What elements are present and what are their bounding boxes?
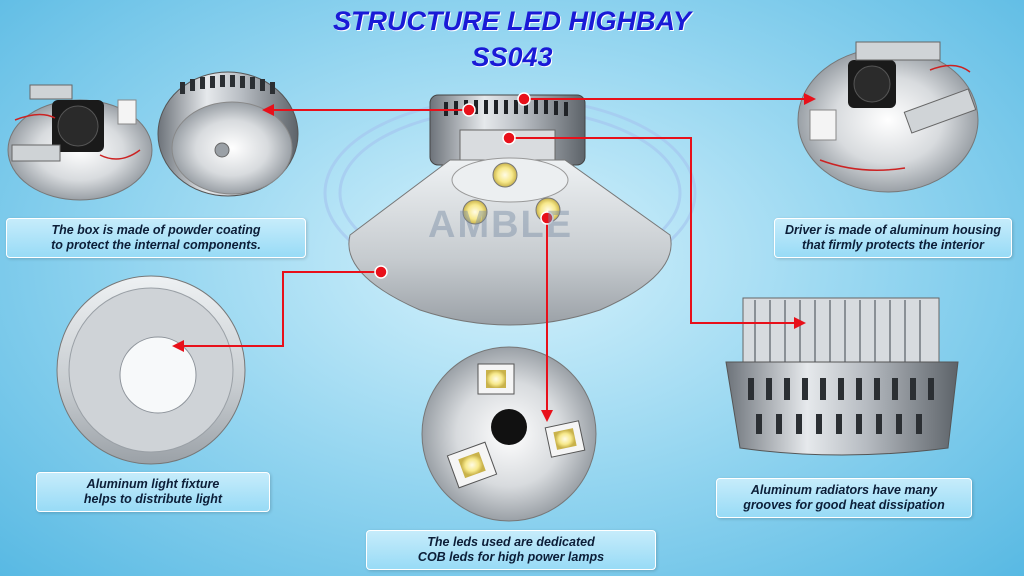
callout-arrowheads [172,93,816,422]
page-title: STRUCTURE LED HIGHBAY [332,6,691,36]
cob-led-board-photo [421,346,597,522]
caption-driver: Driver is made of aluminum housing that … [774,218,1012,258]
housing-box-photo [157,71,299,197]
radiator-assembly-photo [725,297,959,456]
arrow-fixture [182,271,381,347]
callout-dots [374,92,554,279]
caption-box: The box is made of powder coating to pro… [6,218,306,258]
reflector-fixture-photo [56,275,246,465]
model-number: SS043 [471,42,553,72]
caption-fixture-line1: Aluminum light fixture [86,477,220,491]
callout-arrows [182,98,808,413]
caption-fixture-line2: helps to distribute light [83,492,223,506]
driver-assembly-photo-left [7,84,153,201]
caption-driver-line2: that firmly protects the interior [802,238,984,252]
highbay-lamp-photo [348,94,672,326]
caption-leds-line2: COB leds for high power lamps [417,550,605,564]
caption-leds-line1: The leds used are dedicated [427,535,595,549]
caption-radiators-line2: grooves for good heat dissipation [743,498,945,512]
caption-radiators: Aluminum radiators have many grooves for… [716,478,972,518]
arrow-radiator [509,137,797,324]
caption-leds: The leds used are dedicated COB leds for… [366,530,656,570]
caption-box-line1: The box is made of powder coating [51,223,261,237]
watermark: AMBLE [428,204,574,246]
caption-box-line2: to protect the internal components. [51,238,261,252]
caption-driver-line1: Driver is made of aluminum housing [784,223,1001,237]
caption-radiators-line1: Aluminum radiators have many [750,483,938,497]
driver-assembly-photo-right [797,41,979,193]
caption-fixture: Aluminum light fixture helps to distribu… [36,472,270,512]
